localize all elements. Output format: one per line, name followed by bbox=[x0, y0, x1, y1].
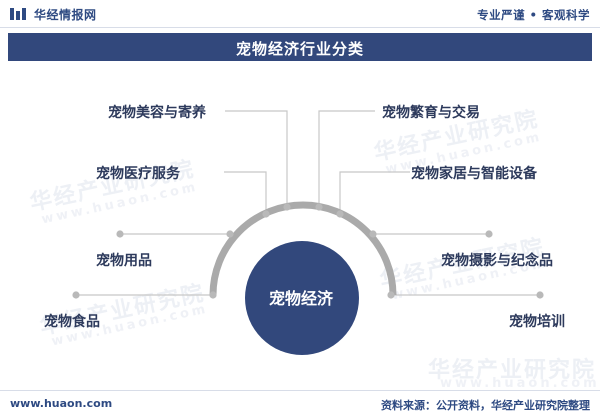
connector-lines bbox=[76, 110, 540, 296]
watermark-url: www.huaon.com bbox=[440, 376, 600, 391]
dot bbox=[209, 291, 217, 299]
footer: www.huaon.com 资料来源：公开资料，华经产业研究院整理 bbox=[0, 390, 600, 419]
dot bbox=[72, 291, 80, 299]
category-arc bbox=[209, 201, 397, 296]
category-label-right-3: 宠物摄影与纪念品 bbox=[441, 253, 553, 269]
brand-logo-icon bbox=[10, 8, 26, 20]
page-title: 宠物经济行业分类 bbox=[235, 40, 364, 58]
dot bbox=[536, 291, 544, 299]
header-slogan: 专业严谨 • 客观科学 bbox=[477, 8, 590, 22]
category-label-right-1: 宠物繁育与交易 bbox=[382, 105, 480, 121]
arc-dots bbox=[209, 203, 395, 299]
category-label-right-4: 宠物培训 bbox=[509, 314, 565, 330]
top-header: 华经情报网 专业严谨 • 客观科学 bbox=[0, 0, 600, 28]
brand-name: 华经情报网 bbox=[34, 8, 97, 22]
footer-source: 资料来源：公开资料，华经产业研究院整理 bbox=[381, 399, 590, 412]
category-label-left-3: 宠物用品 bbox=[96, 253, 152, 269]
dot bbox=[226, 230, 234, 238]
watermark-text: 华经产业研究院 bbox=[428, 358, 597, 383]
dot bbox=[387, 291, 395, 299]
end-dots bbox=[72, 230, 544, 299]
title-banner: 宠物经济行业分类 bbox=[8, 33, 592, 61]
dot bbox=[116, 230, 124, 238]
dot bbox=[369, 230, 377, 238]
dot bbox=[485, 230, 493, 238]
center-circle bbox=[245, 241, 359, 355]
dot bbox=[336, 210, 344, 218]
dot bbox=[283, 203, 291, 211]
footer-url: www.huaon.com bbox=[10, 397, 113, 410]
dot bbox=[262, 210, 270, 218]
dot bbox=[315, 203, 323, 211]
center-label: 宠物经济 bbox=[268, 289, 333, 308]
category-label-right-2: 宠物家居与智能设备 bbox=[411, 166, 537, 182]
category-label-left-1: 宠物美容与寄养 bbox=[108, 105, 206, 121]
category-label-left-4: 宠物食品 bbox=[44, 314, 100, 330]
category-label-left-2: 宠物医疗服务 bbox=[96, 166, 180, 182]
